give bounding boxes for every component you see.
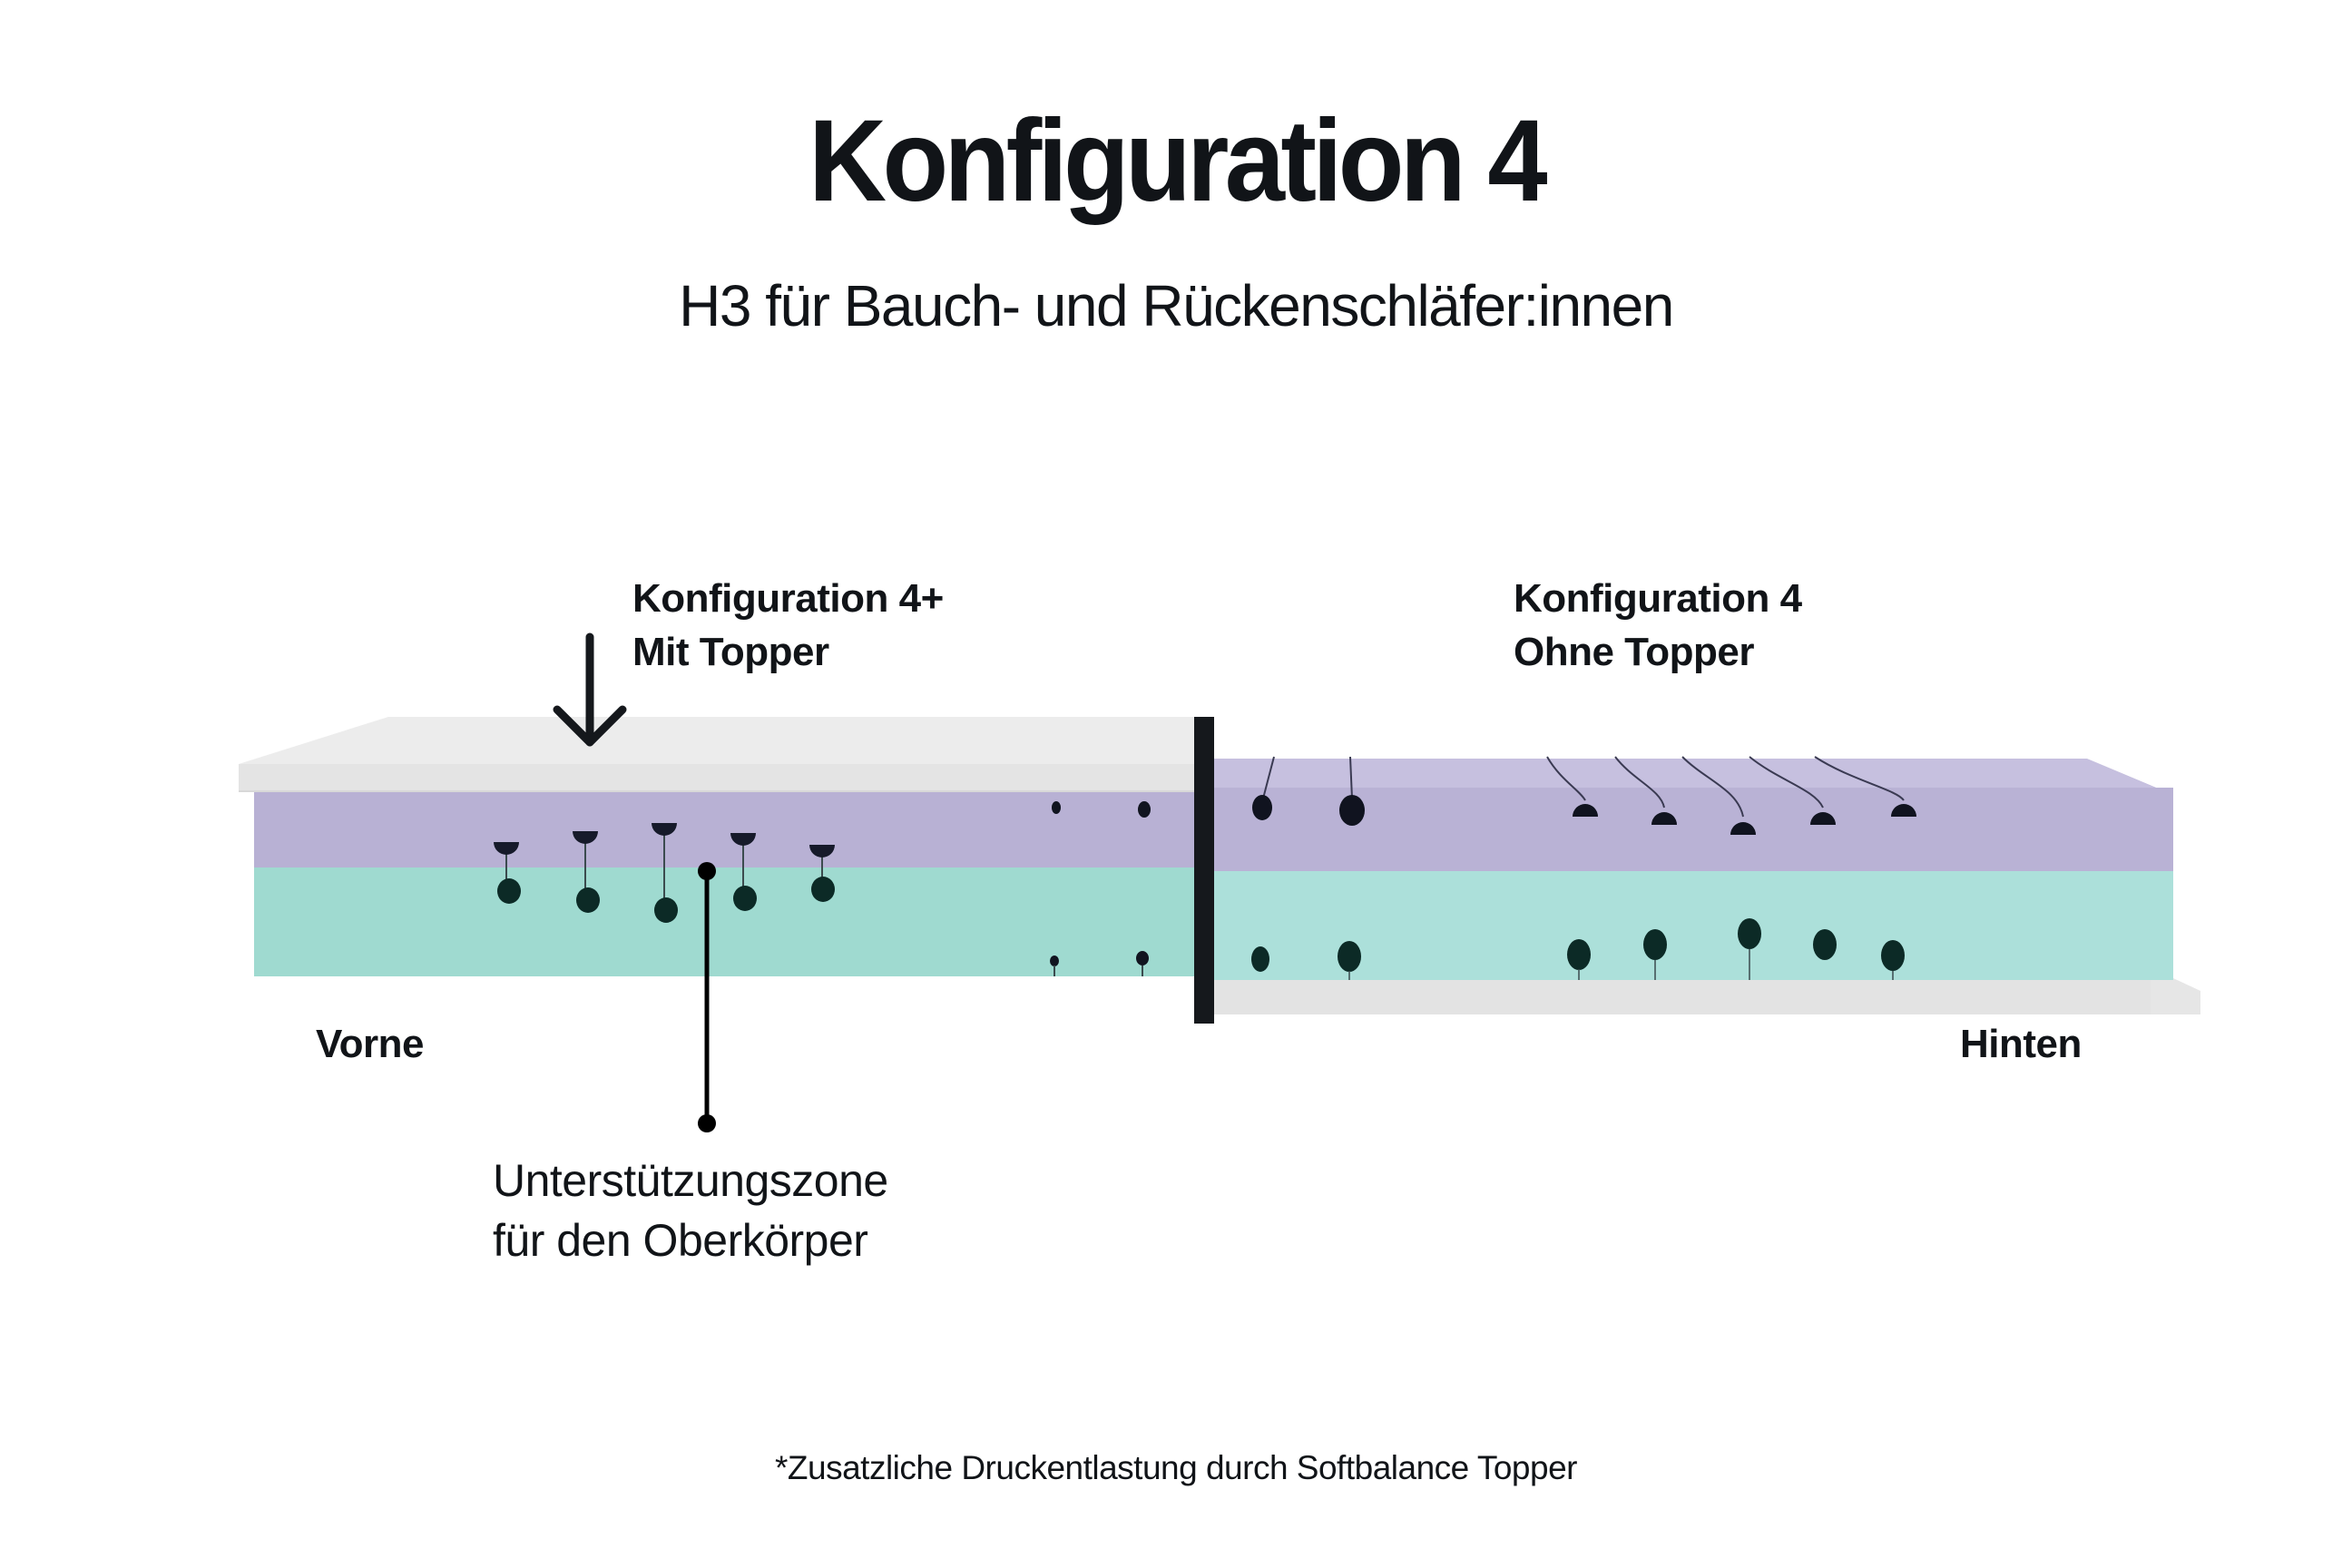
comfort-layer-left (254, 788, 1207, 867)
topper-front-face (239, 764, 1207, 791)
callout-line2: für den Oberkörper (493, 1215, 868, 1266)
left-mattress-with-topper (239, 717, 1207, 976)
callout-pointer (698, 862, 716, 1132)
page-title: Konfiguration 4 (808, 96, 1547, 226)
arrow-down-icon (553, 632, 627, 747)
base-layer (1207, 978, 2151, 1014)
footnote: *Zusatzliche Druckentlastung durch Softb… (775, 1449, 1577, 1486)
page-subtitle: H3 für Bauch- und Rückenschläfer:innen (679, 273, 1674, 338)
divider-bar (1194, 717, 1214, 1024)
label-back: Hinten (1960, 1022, 2082, 1066)
label-with-topper-line2: Mit Topper (632, 630, 829, 674)
core-layer-right (1207, 869, 2173, 980)
label-with-topper-line1: Konfiguration 4+ (632, 576, 944, 621)
upper-body-zone-core-holes (497, 877, 835, 923)
callout-line1: Unterstützungszone (493, 1155, 888, 1206)
label-front: Vorne (316, 1022, 424, 1066)
label-with-topper: Konfiguration 4+ Mit Topper (632, 572, 944, 679)
callout-label: Unterstützungszone für den Oberkörper (493, 1151, 888, 1270)
topper-top-face (239, 717, 1207, 764)
label-without-topper-line2: Ohne Topper (1514, 630, 1755, 674)
label-without-topper-line1: Konfiguration 4 (1514, 576, 1802, 621)
comfort-layer-right (1207, 788, 2173, 871)
right-mattress-without-topper (1207, 756, 2200, 1014)
comfort-layer-top-face (1207, 759, 2173, 795)
label-without-topper: Konfiguration 4 Ohne Topper (1514, 572, 1802, 679)
upper-body-zone-holes (494, 823, 835, 906)
core-layer-left (254, 866, 1207, 976)
